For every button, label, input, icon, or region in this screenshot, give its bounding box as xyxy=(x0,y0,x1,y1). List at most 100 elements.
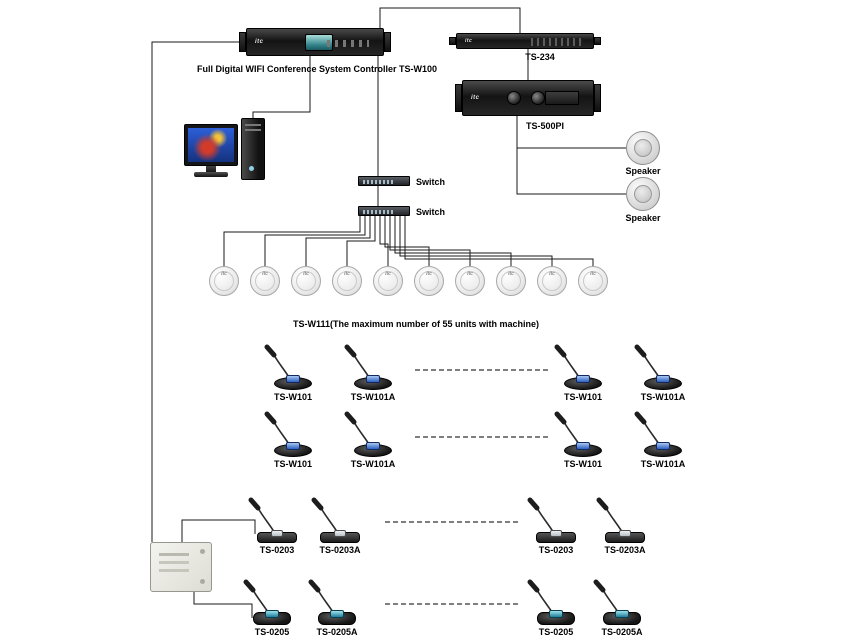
ceiling-unit: itc xyxy=(537,266,567,296)
itc-logo: itc xyxy=(465,38,473,44)
itc-logo: itc xyxy=(549,271,555,277)
mic-label: TS-0205A xyxy=(601,627,643,637)
amplifier-knob xyxy=(531,91,545,105)
mic-screen xyxy=(366,442,380,450)
mic-label: TS-W101 xyxy=(273,459,312,469)
mic-screen xyxy=(656,442,670,450)
mic-base xyxy=(354,375,392,390)
conference-mic-ts-0205a xyxy=(590,579,654,625)
mic-screen xyxy=(656,375,670,383)
conference-mic-ts-w101 xyxy=(261,344,325,390)
unit-ring xyxy=(255,271,275,291)
mic-label: TS-W101 xyxy=(273,392,312,402)
network-switch-2 xyxy=(358,206,410,216)
unit-ring xyxy=(542,271,562,291)
amplifier-knob xyxy=(507,91,521,105)
itc-logo: itc xyxy=(426,271,432,277)
conference-mic-ts-0205a xyxy=(305,579,369,625)
ceiling-unit: itc xyxy=(578,266,608,296)
desktop-monitor xyxy=(184,124,238,166)
mic-base xyxy=(318,610,356,625)
unit-ring xyxy=(460,271,480,291)
ceiling-unit: itc xyxy=(291,266,321,296)
mic-base xyxy=(274,375,312,390)
conference-mic-ts-0205 xyxy=(524,579,588,625)
ceiling-unit: itc xyxy=(373,266,403,296)
rack-ear xyxy=(594,84,601,112)
conference-mic-ts-w101a xyxy=(341,344,405,390)
mic-screen xyxy=(619,530,631,537)
mic-base xyxy=(644,375,682,390)
conference-mic-ts-w101a xyxy=(631,344,695,390)
speaker-1-label: Speaker xyxy=(625,166,661,176)
mic-base xyxy=(564,375,602,390)
mic-screen xyxy=(271,530,283,537)
mic-label: TS-0205 xyxy=(538,627,574,637)
amplifier-ts-500pi: itc xyxy=(455,80,601,116)
conference-mic-ts-w101 xyxy=(551,411,615,457)
mic-base xyxy=(537,610,575,625)
itc-logo: itc xyxy=(590,271,596,277)
ceiling-units-caption: TS-W111(The maximum number of 55 units w… xyxy=(293,319,540,329)
ceiling-unit: itc xyxy=(250,266,280,296)
conference-mic-ts-w101a xyxy=(341,411,405,457)
mic-label: TS-0205A xyxy=(316,627,358,637)
mic-screen xyxy=(330,610,344,618)
conference-mic-ts-w101a xyxy=(631,411,695,457)
mic-base xyxy=(253,610,291,625)
mic-screen xyxy=(615,610,629,618)
ceiling-unit: itc xyxy=(414,266,444,296)
unit-ring xyxy=(501,271,521,291)
itc-logo: itc xyxy=(303,271,309,277)
monitor-stand xyxy=(206,166,216,173)
mic-screen xyxy=(366,375,380,383)
itc-logo: itc xyxy=(344,271,350,277)
unit-ring xyxy=(296,271,316,291)
controller-buttons xyxy=(327,40,369,47)
mic-label: TS-0203 xyxy=(538,545,574,555)
mic-label: TS-0205 xyxy=(254,627,290,637)
mic-label: TS-W101 xyxy=(563,459,602,469)
mic-base xyxy=(564,442,602,457)
amplifier-display xyxy=(545,91,579,105)
mic-screen xyxy=(549,610,563,618)
mic-base xyxy=(603,610,641,625)
rack-vents xyxy=(531,38,583,46)
desktop-tower xyxy=(241,118,265,180)
monitor-base xyxy=(194,172,228,177)
conference-mic-ts-0203a xyxy=(308,497,372,543)
network-switch-1 xyxy=(358,176,410,186)
conference-mic-ts-0203 xyxy=(245,497,309,543)
conference-mic-ts-w101 xyxy=(551,344,615,390)
switch-1-label: Switch xyxy=(416,177,446,187)
mic-screen xyxy=(334,530,346,537)
rack-ts-234: itc xyxy=(449,33,601,49)
ceiling-unit: itc xyxy=(209,266,239,296)
conference-mic-ts-0203a xyxy=(593,497,657,543)
mic-label: TS-0203 xyxy=(259,545,295,555)
ts-234-label: TS-234 xyxy=(525,52,555,62)
mic-label: TS-W101 xyxy=(563,392,602,402)
conference-mic-ts-0205 xyxy=(240,579,304,625)
itc-logo: itc xyxy=(221,271,227,277)
mic-label: TS-W101A xyxy=(640,392,686,402)
mic-base xyxy=(536,530,576,543)
mic-screen xyxy=(286,442,300,450)
rack-ear xyxy=(384,32,391,52)
controller-label: Full Digital WIFI Conference System Cont… xyxy=(196,64,438,74)
itc-logo: itc xyxy=(385,271,391,277)
rack-ear xyxy=(594,37,601,45)
mic-base xyxy=(354,442,392,457)
speaker-1 xyxy=(626,131,660,165)
mic-base xyxy=(257,530,297,543)
mic-screen xyxy=(576,442,590,450)
power-supply-box xyxy=(150,542,212,592)
mic-screen xyxy=(576,375,590,383)
unit-ring xyxy=(419,271,439,291)
itc-logo: itc xyxy=(467,271,473,277)
unit-ring xyxy=(378,271,398,291)
itc-logo: itc xyxy=(471,95,480,101)
mic-screen xyxy=(265,610,279,618)
conference-mic-ts-0203 xyxy=(524,497,588,543)
